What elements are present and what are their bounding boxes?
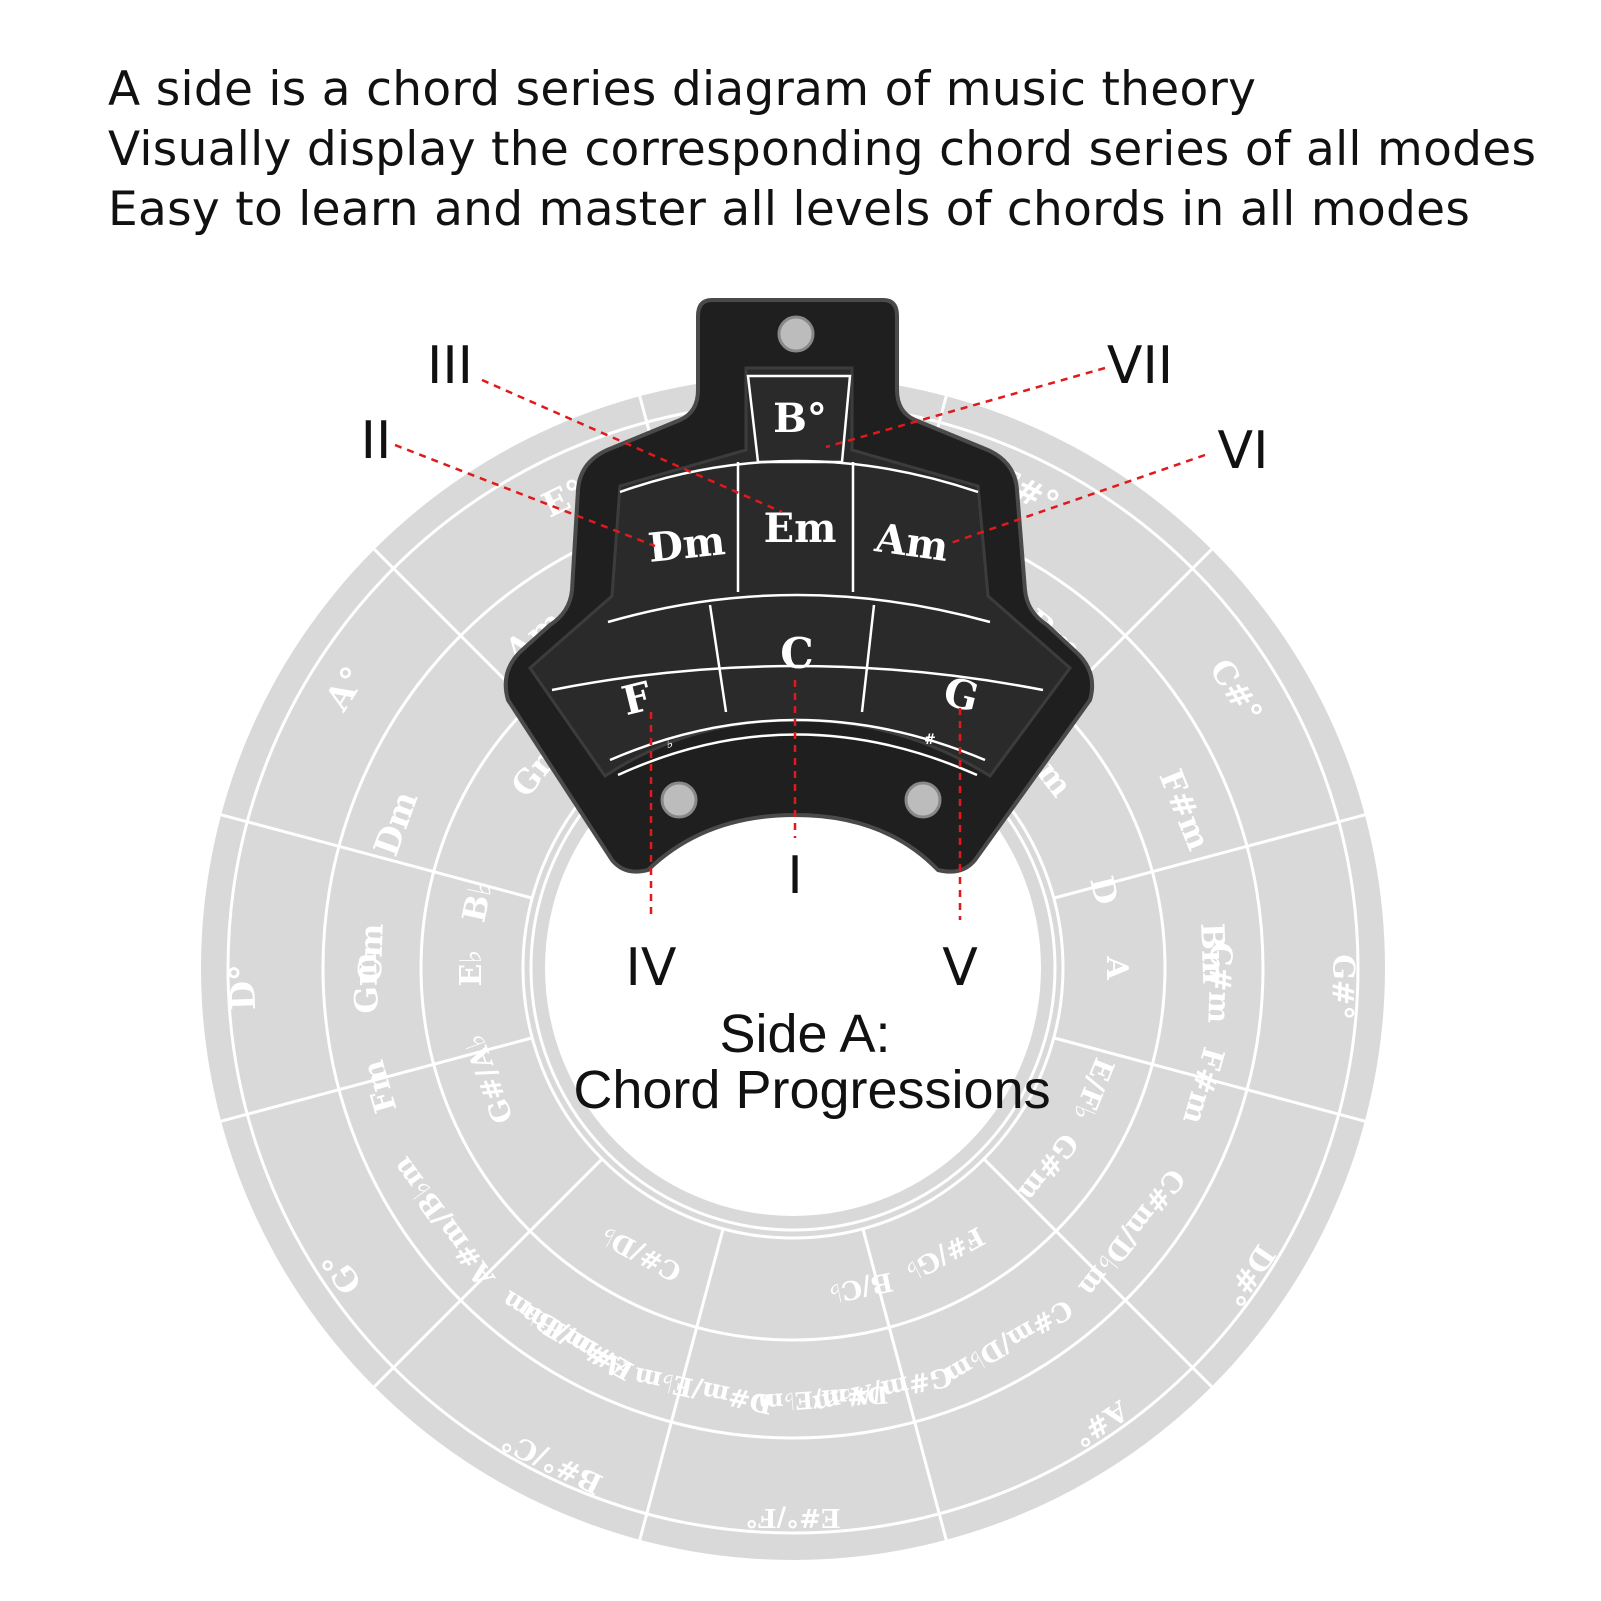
wheel-divider <box>246 820 340 848</box>
wheel-divider <box>1053 870 1153 900</box>
headline-line-1: A side is a chord series diagram of musi… <box>108 62 1257 117</box>
degree-label-vii: VII <box>1107 336 1173 396</box>
wheel-divider <box>433 870 533 900</box>
leader-line-iii <box>481 378 783 514</box>
rivet-right <box>904 781 942 819</box>
wheel-divider <box>433 1036 533 1066</box>
wheel-divider <box>913 1421 941 1515</box>
degree-label-iii: III <box>427 336 473 396</box>
degree-labels: III II VII VI I IV V <box>361 336 1269 998</box>
wheel-divider <box>1191 1366 1213 1388</box>
wheel-chord-label: G#° <box>1324 954 1361 1021</box>
wheel-chord-label: E#°/F° <box>745 1502 841 1532</box>
headline-line-3: Easy to learn and master all levels of c… <box>108 182 1471 237</box>
rivet-left <box>660 781 698 819</box>
leader-line-vi <box>947 453 1206 546</box>
degree-label-vi: VI <box>1218 421 1269 481</box>
wheel-divider <box>695 1228 725 1328</box>
wheel-divider <box>1124 567 1194 637</box>
wheel-divider <box>1124 1299 1194 1369</box>
wheel-divider <box>1338 813 1366 824</box>
wheel-divider <box>937 1513 948 1541</box>
wheel-divider <box>528 1157 604 1233</box>
side-caption: Side A: Chord Progressions <box>573 1004 1050 1120</box>
wheel-divider <box>373 548 395 570</box>
degree-label-v: V <box>942 938 978 998</box>
wheel-divider <box>1191 548 1213 570</box>
wheel-chord-label: Bm <box>1193 922 1233 984</box>
wheel-chord-label: A <box>1099 955 1134 980</box>
headline-line-2: Visually display the corresponding chord… <box>108 122 1537 177</box>
chord-slider-overlay: B° Em Dm Am F C G ♭ # <box>503 298 1095 874</box>
degree-label-ii: II <box>361 411 392 471</box>
overlay-chord-labels: B° Em Dm Am F C G ♭ # <box>617 395 983 752</box>
degree-leader-lines <box>394 366 1206 920</box>
chord-vi-label: Am <box>871 514 951 571</box>
headline-text: A side is a chord series diagram of musi… <box>108 60 1536 240</box>
wheel-divider <box>392 567 462 637</box>
chord-ii-label: Dm <box>646 517 728 572</box>
chord-i-label: C <box>780 629 813 678</box>
wheel-divider <box>1053 1036 1153 1066</box>
overlay-grid-lines <box>551 374 1044 777</box>
chord-vii-label: B° <box>773 395 827 442</box>
wheel-divider <box>373 1366 395 1388</box>
chord-iii-label: Em <box>764 505 837 552</box>
wheel-chord-label: Cm <box>351 923 391 984</box>
wheel-divider <box>1246 820 1340 848</box>
wheel-divider <box>1151 844 1248 874</box>
wheel-chord-label: C#m <box>1200 942 1238 1024</box>
wheel-divider <box>246 1088 340 1116</box>
wheel-divider <box>220 813 248 824</box>
wheel-divider <box>669 1326 699 1423</box>
wheel-chord-label: Gm <box>346 952 386 1015</box>
wheel-divider <box>459 1229 532 1302</box>
wheel-divider <box>645 1421 673 1515</box>
wheel-chord-label: D° <box>223 963 265 1011</box>
wheel-divider <box>937 395 948 423</box>
wheel-divider <box>338 844 435 874</box>
wheel-chord-label: B♭ <box>455 876 501 925</box>
wheel-divider <box>982 1157 1058 1233</box>
wheel-divider <box>638 395 649 423</box>
wheel-divider <box>392 1299 462 1369</box>
degree-label-i: I <box>787 846 802 906</box>
wheel-divider <box>1151 1062 1248 1092</box>
caption-line-1: Side A: <box>719 1004 890 1064</box>
wheel-divider <box>1338 1112 1366 1123</box>
wheel-divider <box>861 1228 891 1328</box>
wheel-divider <box>638 1513 649 1541</box>
rivet-top <box>777 315 815 353</box>
caption-line-2: Chord Progressions <box>573 1060 1050 1120</box>
flat-mark: ♭ <box>667 736 674 752</box>
wheel-chord-label: E♭ <box>454 949 489 986</box>
wheel-divider <box>220 1112 248 1123</box>
wheel-divider <box>1246 1088 1340 1116</box>
wheel-divider <box>887 1326 917 1423</box>
wheel-divider <box>1054 1229 1127 1302</box>
leader-line-vii <box>825 366 1106 449</box>
degree-label-iv: IV <box>626 938 677 998</box>
sharp-mark: # <box>924 732 936 748</box>
wheel-divider <box>338 1062 435 1092</box>
